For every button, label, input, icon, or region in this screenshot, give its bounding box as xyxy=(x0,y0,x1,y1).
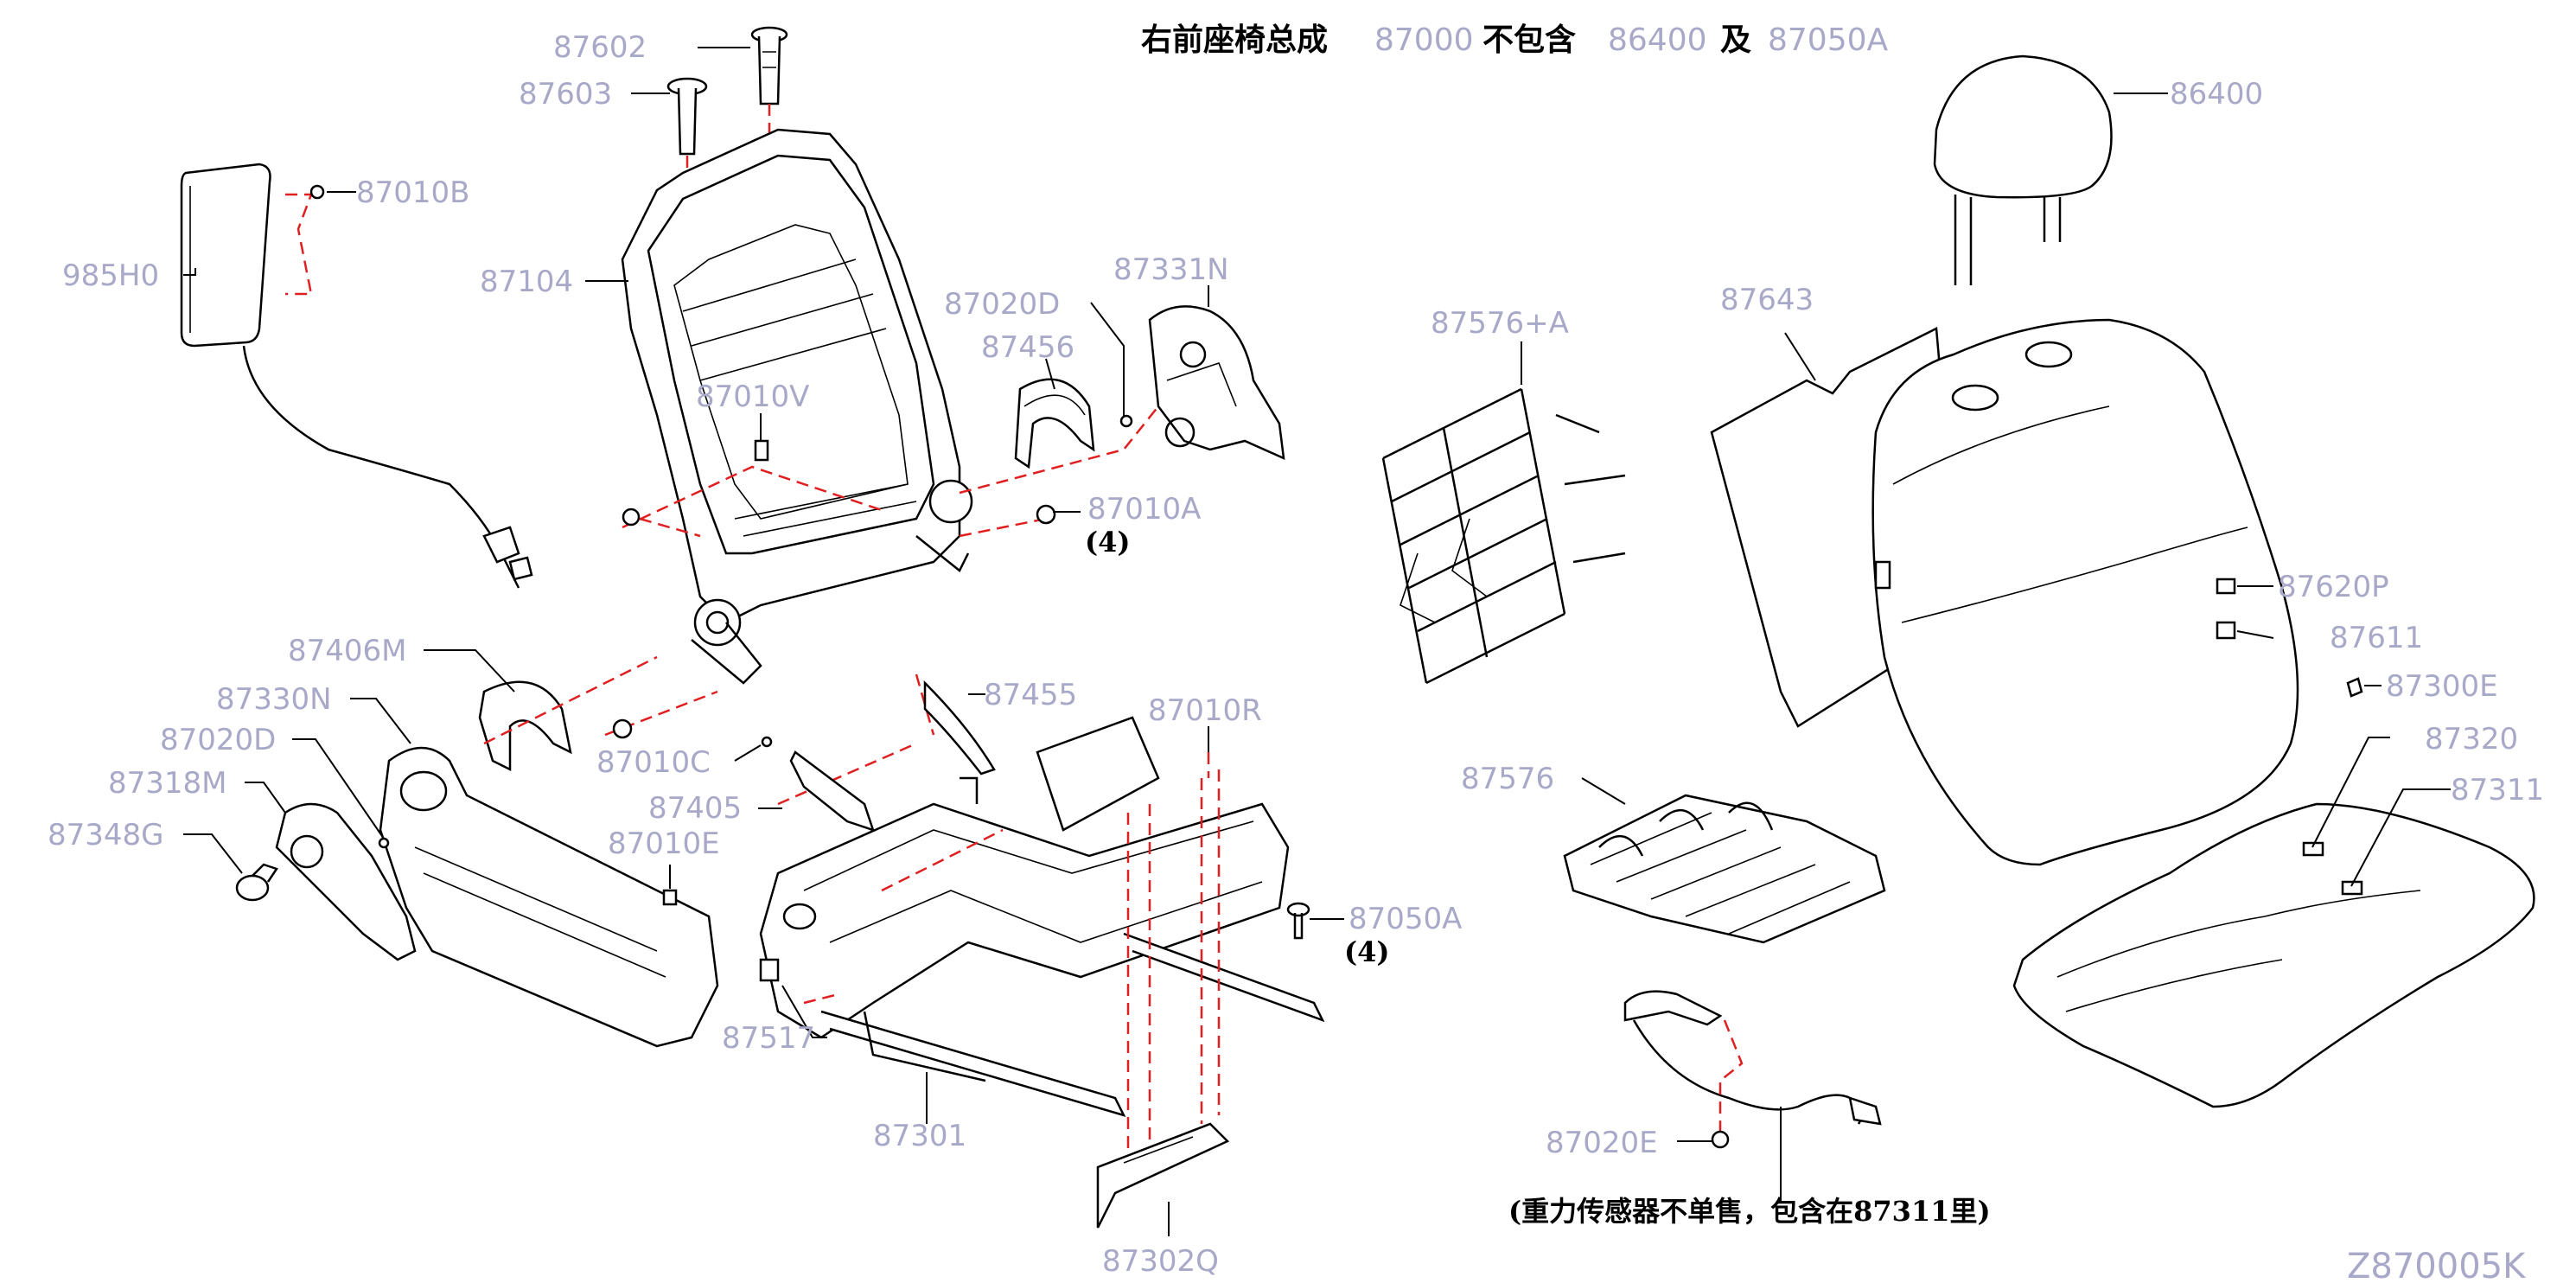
seatback-frame-87104 xyxy=(621,128,973,685)
seatback-cushion xyxy=(1871,318,2299,866)
recliner-cover-87331N xyxy=(1148,305,1285,461)
clip-87300E xyxy=(2346,677,2363,698)
sensor-note: (重力传感器不单售，包含在87311里) xyxy=(1508,1195,1991,1228)
seat-cushion xyxy=(2012,802,2535,1108)
inner-cover-87406M xyxy=(478,680,572,772)
headrest-86400 xyxy=(1933,54,2113,285)
label-87405: 87405 xyxy=(648,791,742,826)
title-part3: 及 xyxy=(1720,22,1751,58)
cushion-frame-87301 xyxy=(759,716,1325,1118)
knob-87348G xyxy=(235,863,278,902)
title-num3: 87050A xyxy=(1768,22,1889,58)
label-87348G: 87348G xyxy=(48,818,164,852)
spring-87576 xyxy=(1563,794,1886,944)
label-87620P: 87620P xyxy=(2278,570,2389,604)
clip-87010C-a xyxy=(612,718,633,739)
label-87331N: 87331N xyxy=(1113,252,1229,287)
clip-87020E xyxy=(1711,1130,1730,1149)
label-87010C: 87010C xyxy=(596,745,711,780)
label-87576A: 87576+A xyxy=(1431,306,1569,341)
label-87517: 87517 xyxy=(722,1021,815,1056)
clip-87010V xyxy=(754,439,769,462)
clip-87010B xyxy=(309,184,325,200)
label-87576: 87576 xyxy=(1461,762,1554,796)
side-airbag-985H0 xyxy=(180,163,533,589)
diagram-title: 右前座椅总成 87000 不包含 86400 及 87050A xyxy=(1141,22,1889,58)
label-87300E: 87300E xyxy=(2386,669,2498,704)
diagram-code: Z870005K xyxy=(2347,1247,2527,1283)
label-87020E: 87020E xyxy=(1546,1126,1658,1160)
headrest-guide-87602 xyxy=(750,26,788,105)
cover-87455 xyxy=(923,680,996,776)
headrest-guide-87603 xyxy=(666,77,708,156)
label-87020D-top: 87020D xyxy=(944,287,1060,322)
label-87643: 87643 xyxy=(1720,283,1814,317)
clip-left xyxy=(622,507,641,527)
label-87311: 87311 xyxy=(2451,773,2544,807)
qty-87010A: (4) xyxy=(1085,526,1131,559)
spring-87576A xyxy=(1381,387,1626,685)
cover-87405 xyxy=(789,750,875,832)
side-shield-87330N xyxy=(379,746,719,1048)
label-87611: 87611 xyxy=(2330,621,2423,655)
sensor-harness xyxy=(1623,990,1882,1126)
title-num2: 86400 xyxy=(1608,22,1707,58)
qty-87050A: (4) xyxy=(1344,935,1390,968)
label-87302Q: 87302Q xyxy=(1102,1244,1219,1279)
label-87318M: 87318M xyxy=(108,766,227,801)
clip-87517 xyxy=(759,958,780,982)
bolt-87050A xyxy=(1286,902,1310,940)
label-87010A: 87010A xyxy=(1087,492,1201,527)
screw-87010C-b xyxy=(761,736,773,748)
label-985H0: 985H0 xyxy=(62,259,159,293)
clip-87620P xyxy=(2216,578,2236,595)
part-labels: 87602 87603 87010B 985H0 87104 87010V 87… xyxy=(48,30,2544,1279)
label-87330N: 87330N xyxy=(216,682,332,717)
label-87456: 87456 xyxy=(981,330,1074,365)
label-87320: 87320 xyxy=(2425,722,2518,756)
label-87455: 87455 xyxy=(984,678,1077,712)
screw-87020D-left xyxy=(378,837,390,849)
label-86400: 86400 xyxy=(2170,77,2263,112)
label-87050A: 87050A xyxy=(1349,902,1462,936)
title-part1: 右前座椅总成 xyxy=(1141,22,1328,58)
label-87010B: 87010B xyxy=(356,176,469,210)
label-87010E: 87010E xyxy=(608,827,720,861)
title-part2: 不包含 xyxy=(1482,22,1576,58)
label-87406M: 87406M xyxy=(288,634,407,668)
recliner-cover-87318M xyxy=(275,802,417,961)
back-cover-87456 xyxy=(1014,378,1095,469)
label-87104: 87104 xyxy=(480,265,573,299)
leader-lines xyxy=(183,47,2451,1236)
label-87010V: 87010V xyxy=(696,380,809,414)
label-87020D-left: 87020D xyxy=(160,723,276,757)
label-87602: 87602 xyxy=(553,30,647,65)
title-num1: 87000 xyxy=(1374,22,1474,58)
label-87010R: 87010R xyxy=(1148,693,1262,728)
clip-87010A xyxy=(1036,504,1056,525)
tag-87611 xyxy=(2216,621,2236,640)
clip-87010E xyxy=(662,889,678,906)
bracket-87302Q xyxy=(1096,1122,1230,1229)
screw-87020D-top xyxy=(1119,414,1133,428)
label-87603: 87603 xyxy=(519,77,612,112)
label-87301: 87301 xyxy=(873,1119,966,1153)
